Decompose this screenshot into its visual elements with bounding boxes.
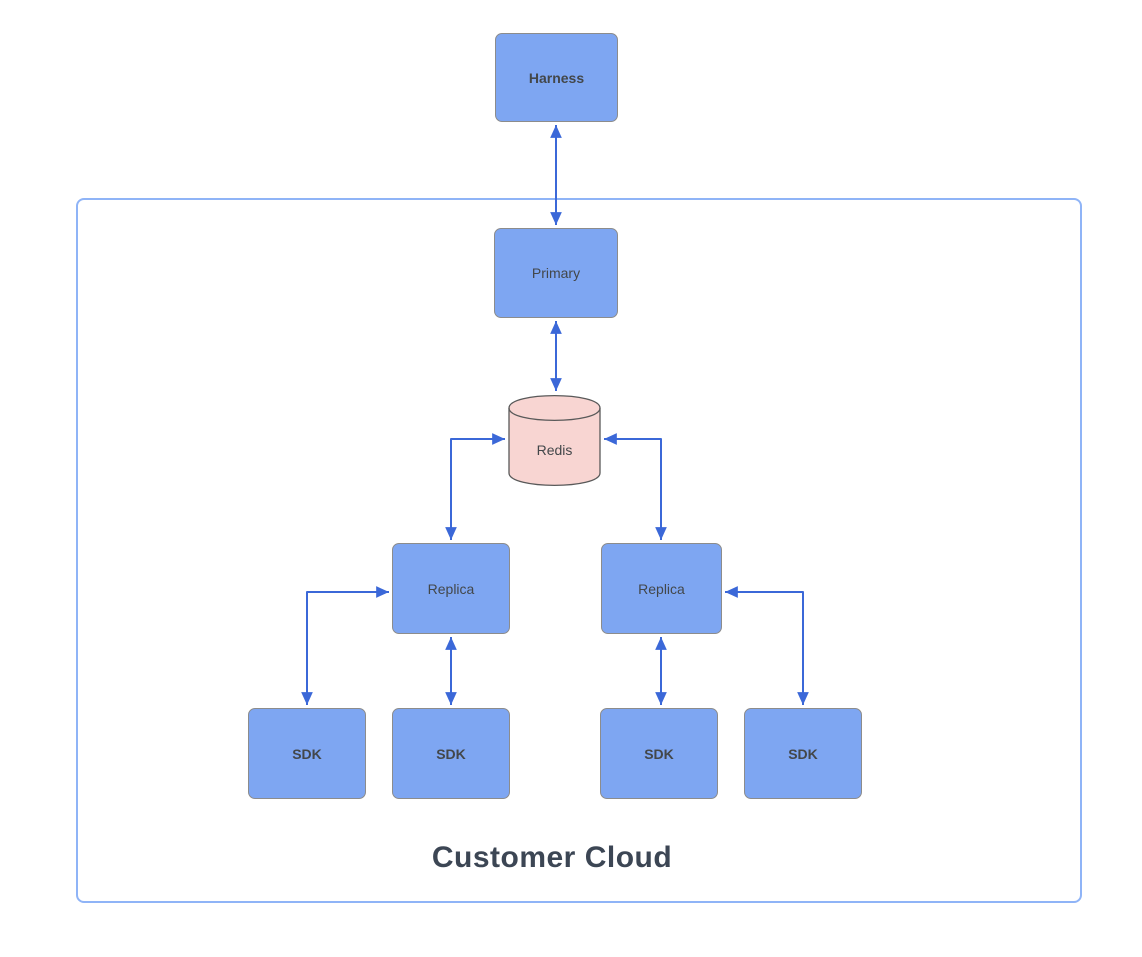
node-replica-left: Replica (392, 543, 510, 634)
database-cylinder-icon (508, 394, 601, 487)
node-harness-label: Harness (528, 69, 585, 86)
node-harness: Harness (495, 33, 618, 122)
node-replica-right: Replica (601, 543, 722, 634)
node-sdk-2: SDK (392, 708, 510, 799)
node-sdk-1: SDK (248, 708, 366, 799)
node-redis-label: Redis (536, 441, 573, 458)
node-primary-label: Primary (531, 265, 581, 281)
node-sdk-4: SDK (744, 708, 862, 799)
node-sdk-2-label: SDK (436, 745, 466, 762)
customer-cloud-title: Customer Cloud (431, 841, 673, 874)
node-redis: Redis (508, 394, 601, 487)
node-replica-right-label: Replica (638, 580, 685, 597)
node-replica-left-label: Replica (427, 580, 475, 597)
node-sdk-1-label: SDK (292, 745, 322, 762)
customer-cloud-container (76, 198, 1082, 903)
node-primary: Primary (494, 228, 618, 318)
node-sdk-3: SDK (600, 708, 718, 799)
node-sdk-3-label: SDK (644, 745, 674, 762)
node-sdk-4-label: SDK (788, 745, 818, 762)
